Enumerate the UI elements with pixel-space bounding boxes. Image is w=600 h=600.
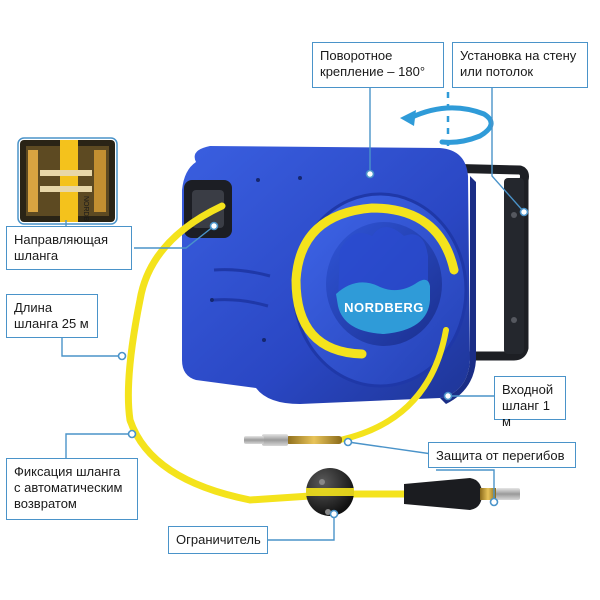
callout-auto-return-lock: Фиксация шланга с автоматическим возврат… bbox=[6, 458, 138, 520]
inset-label: NORDBERG bbox=[82, 196, 89, 236]
callout-inlet-hose: Входной шланг 1 м bbox=[494, 376, 566, 429]
main-hose bbox=[124, 202, 314, 504]
reel-housing bbox=[182, 146, 476, 404]
callout-leaders bbox=[61, 86, 529, 541]
logo-text: NORDBERG bbox=[344, 300, 424, 315]
callout-hose-length: Длина шланга 25 м bbox=[6, 294, 98, 338]
inlet-hose bbox=[337, 327, 449, 443]
coiled-hose bbox=[291, 203, 459, 359]
hose-guide-closeup-image: NORDBERG bbox=[17, 137, 118, 236]
callout-wall-ceiling-mount: Установка на стену или потолок bbox=[452, 42, 588, 88]
inlet-fitting bbox=[244, 434, 342, 446]
callout-hose-guide: Направляющая шланга bbox=[6, 226, 132, 270]
end-coupler bbox=[404, 478, 520, 510]
callout-stopper: Ограничитель bbox=[168, 526, 268, 554]
stopper-ball bbox=[306, 468, 354, 516]
callout-swivel-mount: Поворотное крепление – 180° bbox=[312, 42, 444, 88]
nordberg-logo: NORDBERG bbox=[336, 279, 430, 334]
wall-bracket bbox=[439, 163, 529, 361]
callout-kink-protection: Защита от перегибов bbox=[428, 442, 576, 468]
